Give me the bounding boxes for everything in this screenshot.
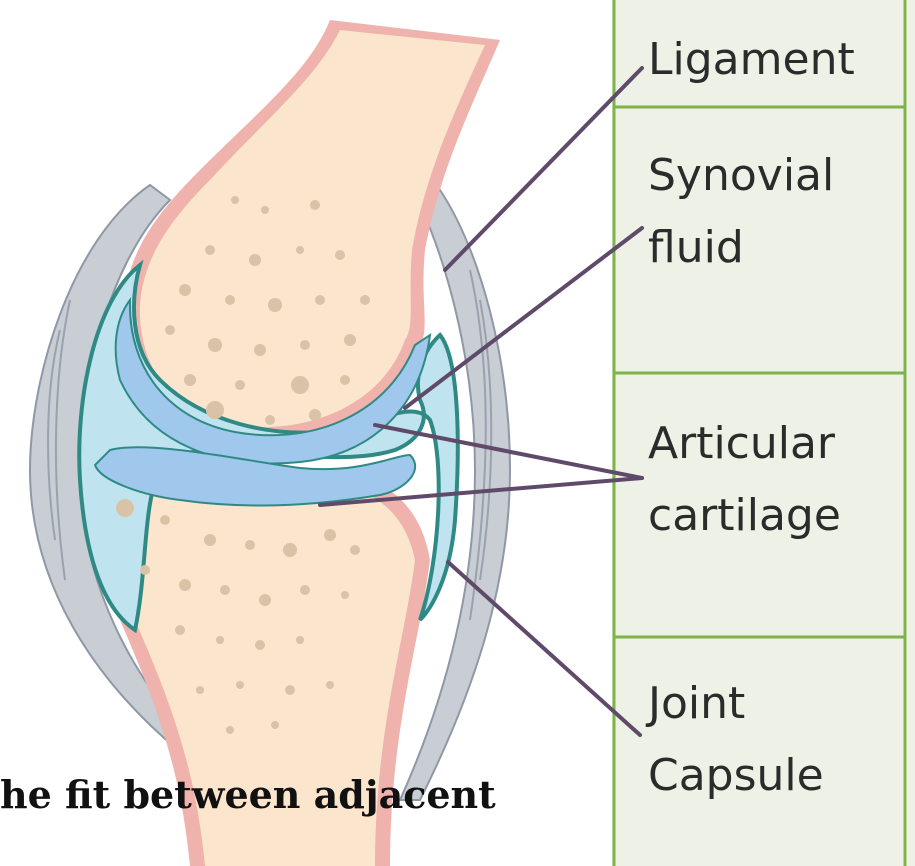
label-articular-cartilage-line2: cartilage [648,490,841,541]
label-articular-cartilage-line1: Articular [648,418,836,469]
label-ligament: Ligament [648,34,855,85]
label-joint-capsule-line1: Joint [645,678,745,729]
label-synovial-fluid-line2: fluid [648,222,744,273]
label-joint-capsule-line2: Capsule [648,750,824,801]
label-synovial-fluid-line1: Synovial [648,150,834,201]
caption-text: he fit between adjacent [0,772,496,817]
